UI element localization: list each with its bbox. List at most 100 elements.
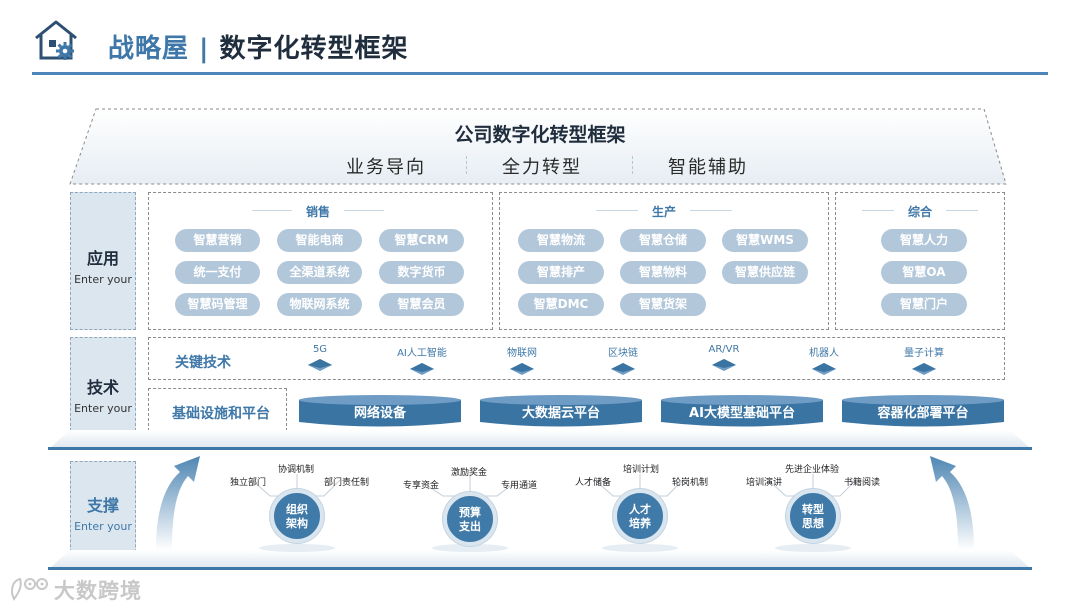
general-label: 综合 [907,205,932,219]
chip-icon [712,359,736,371]
up-arrow-left-icon [156,456,200,550]
sales-label: 销售 [305,205,330,219]
support-node-label: 轮岗机制 [672,478,709,488]
infra-label: 基础设施和平台 [172,406,270,422]
chip-icon [308,359,332,371]
watermark: 大数跨境 [8,573,158,605]
support-node-label: 书籍阅读 [844,478,881,488]
house-gear-icon [35,20,77,60]
title-separator: | [199,34,210,64]
chip-icon [611,363,635,375]
support-node-text: 人才 [629,503,651,516]
app-pill: 统一支付 [175,261,260,284]
general-label-line-left [862,210,894,211]
support-node-text: 架构 [286,517,308,530]
production-label-line-right [690,210,732,211]
roof-title: 公司数字化转型框架 [454,124,626,146]
tech-item-arvr: AR/VR [694,344,754,373]
support-node-label: 独立部门 [230,478,267,488]
tech-item-iot: 物联网 [492,344,552,377]
tech-item-robot: 机器人 [794,344,854,377]
support-node-label: 培训计划 [623,465,660,475]
production-label-line-left [596,210,638,211]
sales-label-line-left [252,210,292,211]
app-pill: 智慧仓储 [620,229,706,252]
support-node-text: 组织 [286,503,308,516]
tech-item-label: 5G [312,344,328,355]
support-node-label: 人才储备 [575,478,612,488]
app-pill: 智慧营销 [175,229,260,252]
layer-label-support: 支撑 Enter your [70,461,136,557]
up-arrow-right-icon [930,456,974,550]
roof-subtitle-1: 业务导向 [346,157,426,178]
sales-label-line-right [344,210,384,211]
support-node-label: 部门责任制 [324,478,370,488]
app-pill: 物联网系统 [277,293,362,316]
app-pill: 智慧OA [881,261,967,284]
app-pill: 智慧WMS [722,229,808,252]
watermark-logo-icon [11,577,48,601]
layer-label-application: 应用 Enter your [70,192,136,330]
support-node-text: 支出 [459,520,481,533]
app-pill: 智慧码管理 [175,293,260,316]
node-connector-lines [424,474,514,552]
ground-floor [48,550,1032,570]
chip-icon [812,363,836,375]
layer-support-cn: 支撑 [86,496,119,515]
app-pill: 全渠道系统 [277,261,362,284]
tech-item-blockchain: 区块链 [593,344,653,377]
app-pill: 智慧物流 [518,229,604,252]
platform-cylinder: AI大模型基础平台 [661,395,823,429]
app-pill: 智慧会员 [379,293,464,316]
tech-item-label: 量子计算 [904,348,944,359]
platform-cylinder: 大数据云平台 [480,395,642,429]
page-title: 战略屋 | 数字化转型框架 [108,28,409,65]
support-node-text: 思想 [802,517,824,530]
title-part2: 数字化转型框架 [219,34,409,64]
platform-label: AI大模型基础平台 [689,406,795,421]
app-pill: 智慧物料 [620,261,706,284]
chip-icon [912,363,936,375]
support-node-text: 预算 [459,506,481,519]
roof-shape [69,108,1007,185]
key-tech-label: 关键技术 [175,355,231,371]
roof-subtitle-2: 全力转型 [502,157,582,178]
layer-technology-en: Enter your [74,402,132,415]
app-pill: 智慧排产 [518,261,604,284]
platform-label: 网络设备 [353,406,406,421]
support-node-circle: 预算 支出 [443,492,497,546]
title-part1: 战略屋 [108,34,190,64]
layer-technology-cn: 技术 [86,378,119,397]
platform-label: 容器化部署平台 [877,406,969,421]
support-node-label: 协调机制 [278,465,315,475]
tech-item-label: AI人工智能 [397,348,447,359]
key-tech-box [148,337,1005,380]
support-node-circle: 人才 培养 [613,489,667,543]
roof-divider-1 [466,156,467,174]
app-pill: 智能电商 [277,229,362,252]
tech-item-label: AR/VR [708,344,740,355]
production-label: 生产 [651,205,676,219]
layer-application-cn: 应用 [86,249,119,268]
app-pill: 智慧DMC [518,293,604,316]
watermark-text: 大数跨境 [54,579,142,603]
support-node-circle: 转型 思想 [786,489,840,543]
layer-support-en: Enter your [74,520,132,533]
app-pill: 智慧货架 [620,293,706,316]
platform-label: 大数据云平台 [521,406,600,421]
support-node-label: 专享资金 [403,481,440,491]
support-node-label: 先进企业体验 [785,465,840,475]
tech-item-5g: 5G [290,344,350,373]
layer-label-technology: 技术 Enter your [70,337,136,431]
chip-icon [410,363,434,375]
platform-cylinder: 网络设备 [299,395,461,429]
tech-item-label: 机器人 [809,348,839,359]
support-node-label: 培训演讲 [746,478,783,488]
app-pill: 智慧CRM [379,229,464,252]
roof-subtitle-3: 智能辅助 [668,157,748,178]
layer-application-en: Enter your [74,273,132,286]
app-pill: 智慧供应链 [722,261,808,284]
app-pill: 智慧门户 [881,293,967,316]
tech-item-label: 区块链 [608,348,638,359]
general-label-line-right [946,210,978,211]
